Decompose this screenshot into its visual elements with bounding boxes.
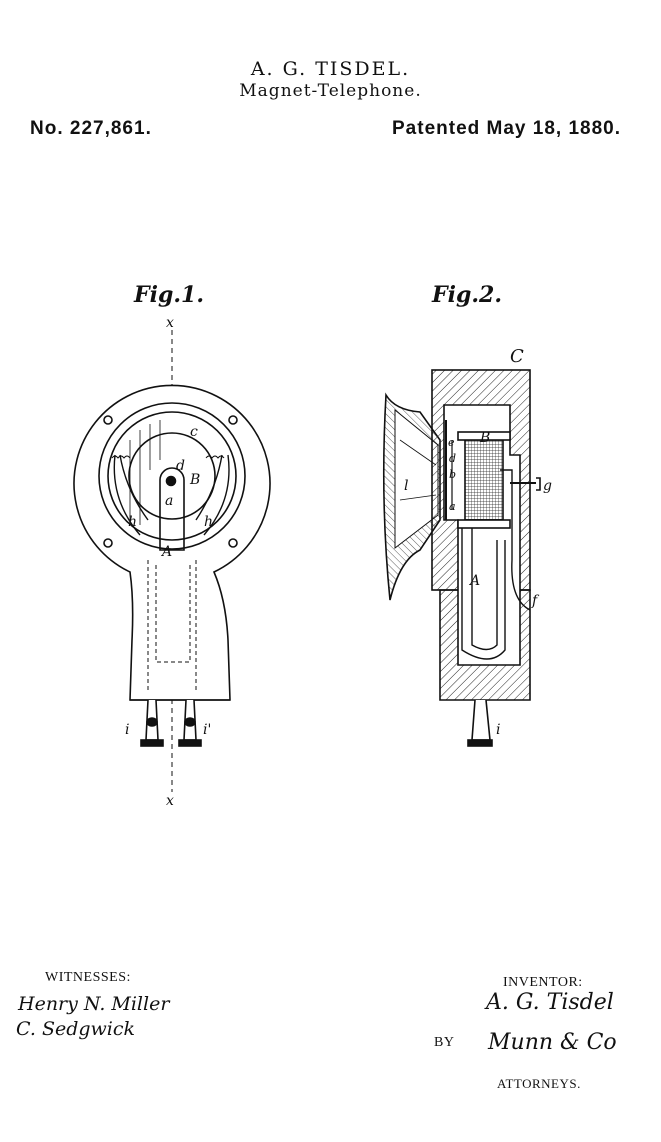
fig1-ref-h-left: h	[128, 514, 137, 530]
fig2-ref-a: a	[449, 500, 456, 513]
fig2-ref-l: l	[404, 478, 408, 494]
fig1-ref-c: c	[190, 424, 198, 440]
fig1-ref-h-right: h	[204, 514, 213, 530]
fig2-ref-C: C	[510, 346, 524, 367]
witnesses-label: WITNESSES:	[45, 970, 131, 985]
fig1-ref-i: i	[125, 722, 129, 738]
fig1-ref-d: d	[176, 458, 185, 474]
by-label: BY	[434, 1035, 455, 1050]
witness-signature-2: C. Sedgwick	[16, 1018, 136, 1040]
inventor-name-header: A. G. TISDEL.	[250, 58, 411, 80]
fig2-ref-f: f	[531, 593, 540, 609]
fig2-ref-A: A	[468, 573, 480, 589]
attorneys-label: ATTORNEYS.	[497, 1076, 581, 1091]
fig1-label: Fig.1.	[134, 282, 204, 308]
patent-drawings: x x c d B a h h A i i'	[73, 315, 552, 809]
fig1-ref-i-prime: i'	[203, 722, 211, 738]
fig2-ref-i: i	[496, 722, 500, 738]
fig2-ref-B: B	[479, 430, 490, 446]
fig2-ref-g: g	[543, 478, 552, 494]
fig1-ref-A: A	[160, 544, 172, 560]
fig1-ref-x-top: x	[166, 315, 174, 331]
fig2-ref-d: d	[449, 452, 456, 465]
fig2-drawing	[382, 369, 541, 747]
fig1-drawing	[73, 330, 271, 792]
attorney-signature: Munn & Co	[488, 1030, 617, 1055]
fig1-ref-x-bottom: x	[166, 793, 174, 809]
patent-date: Patented May 18, 1880.	[392, 118, 621, 139]
fig2-reference-letters: C B e d b a l g A f i	[404, 346, 552, 738]
fig2-label: Fig.2.	[432, 282, 502, 308]
fig2-ref-b: b	[449, 468, 456, 481]
inventor-signature: A. G. Tisdel	[486, 990, 614, 1015]
inventor-label: INVENTOR:	[503, 975, 583, 990]
fig1-ref-B: B	[189, 472, 200, 488]
fig1-ref-a: a	[165, 493, 173, 509]
patent-title: Magnet-Telephone.	[239, 81, 422, 101]
witness-signature-1: Henry N. Miller	[18, 993, 170, 1015]
fig2-ref-e: e	[448, 436, 455, 449]
fig1-reference-letters: x x c d B a h h A i i'	[125, 315, 213, 809]
patent-number: No. 227,861.	[30, 118, 152, 139]
